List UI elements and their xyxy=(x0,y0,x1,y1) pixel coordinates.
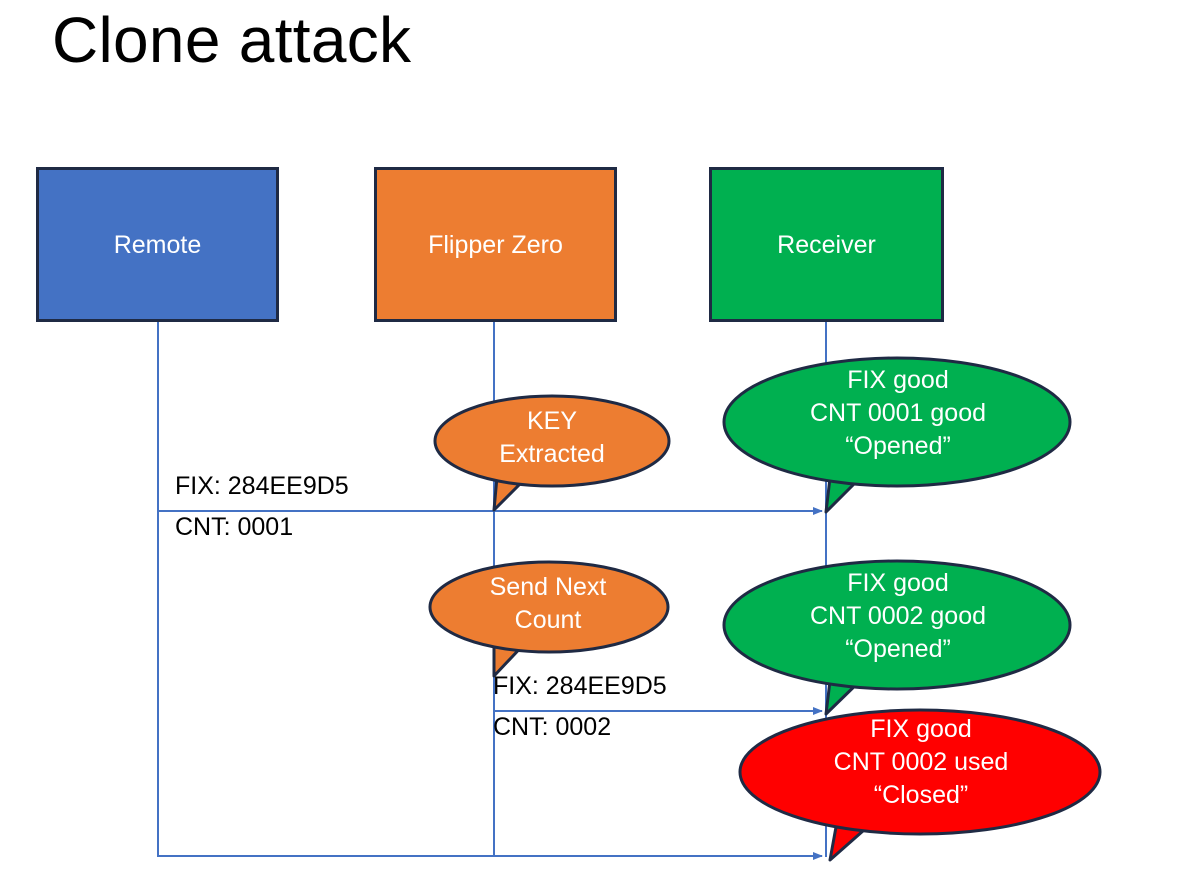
bubble-body-key-extracted xyxy=(433,394,671,488)
bubble-receiver-denied-0002 xyxy=(738,708,1102,862)
bubble-key-extracted xyxy=(433,394,671,512)
actor-label-flipper-zero: Flipper Zero xyxy=(428,230,563,259)
actor-label-remote: Remote xyxy=(113,230,202,259)
bubble-send-next-count xyxy=(428,560,670,678)
bubble-receiver-ok-0001 xyxy=(722,356,1072,514)
actor-box-flipper-zero[interactable]: Flipper Zero xyxy=(374,167,617,322)
message-1-fix-label: FIX: 284EE9D5 xyxy=(175,472,349,500)
page-title: Clone attack xyxy=(52,4,412,76)
bubble-body-send-next-count xyxy=(428,560,670,654)
message-1-cnt-label: CNT: 0001 xyxy=(175,513,294,541)
message-arrows xyxy=(158,507,823,860)
actor-box-receiver[interactable]: Receiver xyxy=(709,167,944,322)
bubble-body-receiver-ok-0002 xyxy=(722,559,1072,691)
actor-box-remote[interactable]: Remote xyxy=(36,167,279,322)
actor-label-receiver: Receiver xyxy=(777,230,876,259)
bubble-receiver-ok-0002 xyxy=(722,559,1072,716)
message-2-cnt-label: CNT: 0002 xyxy=(493,713,612,741)
bubble-body-receiver-denied-0002 xyxy=(738,708,1102,836)
bubble-body-receiver-ok-0001 xyxy=(722,356,1072,488)
message-2-fix-label: FIX: 284EE9D5 xyxy=(493,672,667,700)
